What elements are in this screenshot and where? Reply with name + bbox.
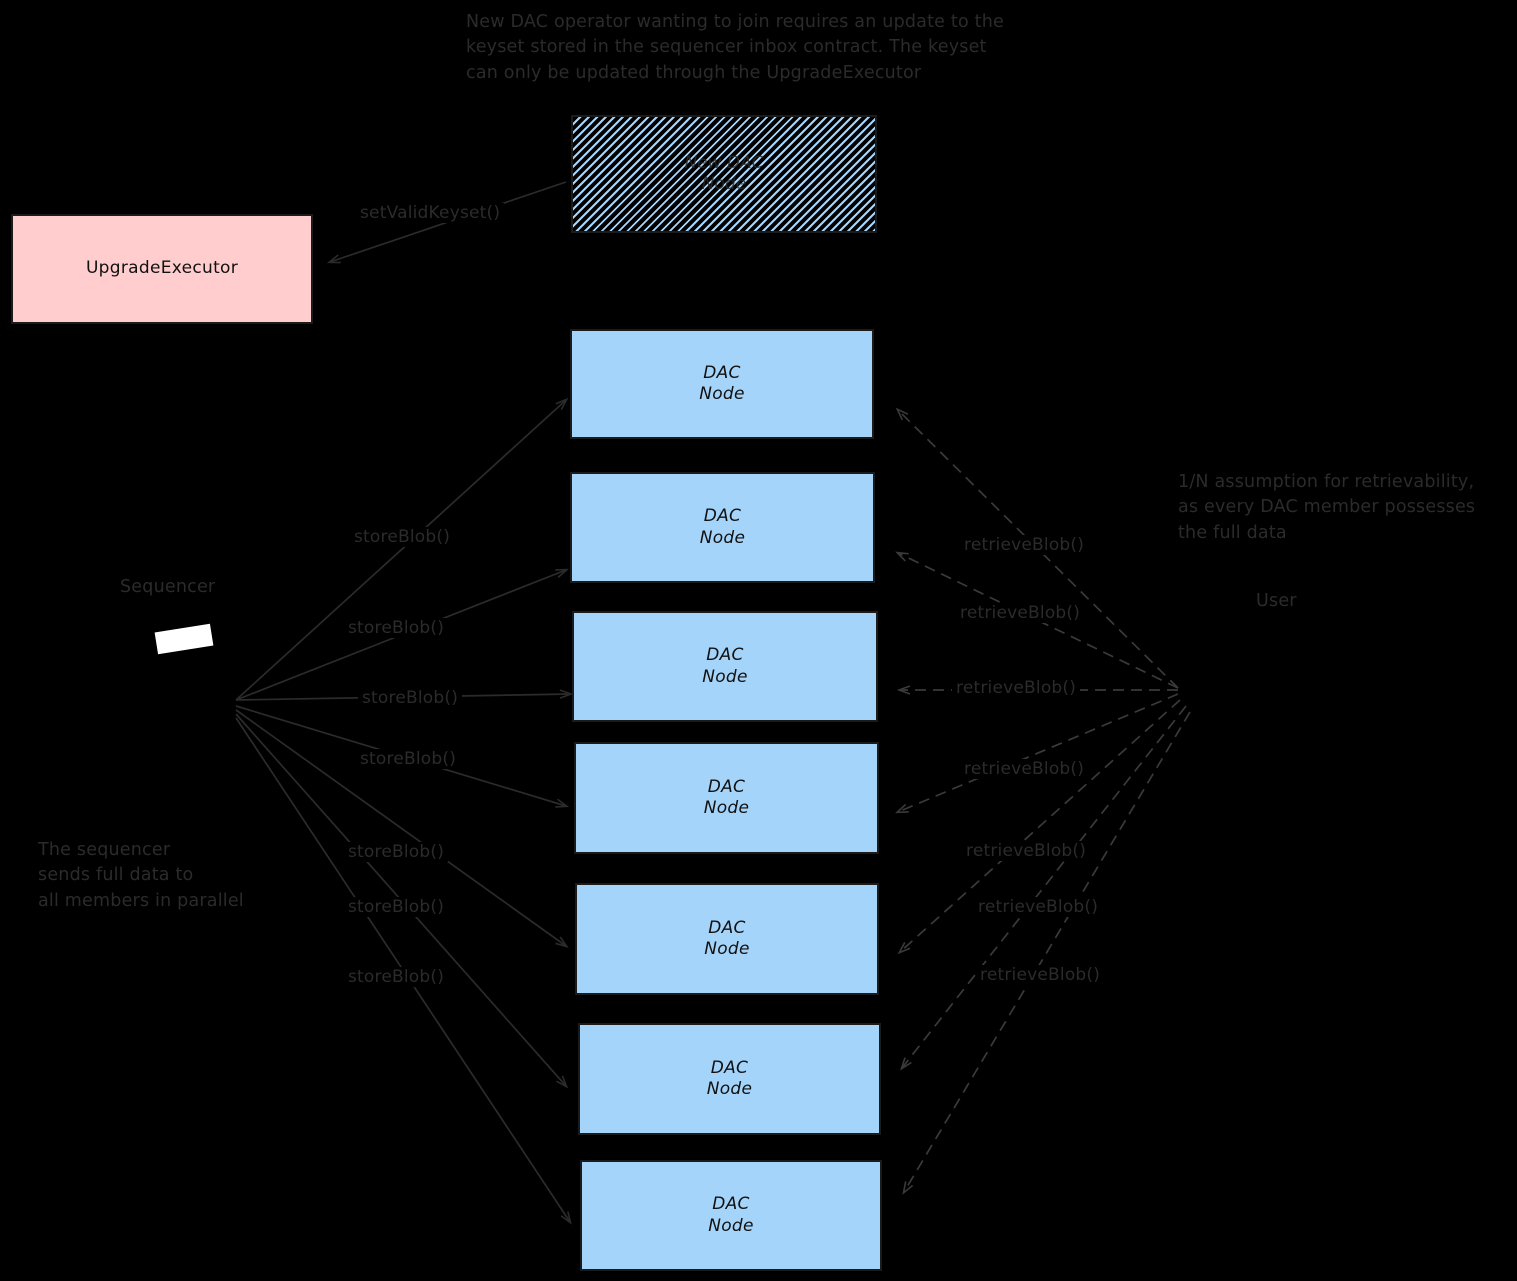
store-blob-label-5: storeBlob() — [344, 842, 449, 862]
store-blob-label-1: storeBlob() — [350, 527, 455, 547]
dac-node-box-7[interactable]: DAC Node — [580, 1160, 882, 1271]
dac-node-box-3[interactable]: DAC Node — [572, 611, 878, 722]
retrieve-blob-label-4: retrieveBlob() — [960, 759, 1089, 779]
store-blob-label-7: storeBlob() — [344, 967, 449, 987]
dac-node-label: DAC Node — [699, 362, 745, 404]
retrieve-blob-arrows — [898, 410, 1191, 1192]
sequencer-icon — [154, 623, 214, 655]
bottom-left-annotation: The sequencer sends full data to all mem… — [38, 840, 244, 911]
new-dac-node-box[interactable]: New DAC Node — [571, 115, 877, 233]
dac-node-box-4[interactable]: DAC Node — [574, 742, 879, 854]
upgrade-executor-label: UpgradeExecutor — [85, 258, 239, 279]
dac-node-box-5[interactable]: DAC Node — [575, 883, 879, 995]
right-annotation: 1/N assumption for retrievability, as ev… — [1178, 472, 1476, 543]
new-dac-node-label: New DAC Node — [684, 152, 764, 194]
store-blob-label-3: storeBlob() — [358, 688, 463, 708]
set-valid-keyset-label: setValidKeyset() — [356, 203, 505, 223]
dac-node-label: DAC Node — [702, 645, 748, 687]
top-annotation: New DAC operator wanting to join require… — [466, 12, 1004, 83]
dac-node-label: DAC Node — [703, 776, 750, 818]
dac-node-label: DAC Node — [706, 1057, 753, 1099]
retrieve-blob-label-3: retrieveBlob() — [952, 678, 1081, 698]
retrieve-blob-label-6: retrieveBlob() — [974, 897, 1103, 917]
store-blob-arrows — [235, 400, 570, 1222]
retrieve-blob-label-5: retrieveBlob() — [962, 841, 1091, 861]
dac-node-box-2[interactable]: DAC Node — [570, 472, 875, 583]
dac-node-box-6[interactable]: DAC Node — [578, 1023, 881, 1135]
dac-node-label: DAC Node — [699, 506, 746, 548]
sequencer-label: Sequencer — [120, 577, 216, 597]
dac-node-label: DAC Node — [708, 1194, 754, 1236]
store-blob-label-4: storeBlob() — [356, 749, 461, 769]
store-blob-label-6: storeBlob() — [344, 897, 449, 917]
retrieve-blob-label-7: retrieveBlob() — [976, 965, 1105, 985]
dac-node-label: DAC Node — [704, 917, 750, 959]
retrieve-blob-arrow-7 — [904, 711, 1191, 1192]
upgrade-executor-box[interactable]: UpgradeExecutor — [11, 214, 313, 324]
retrieve-blob-label-1: retrieveBlob() — [960, 535, 1089, 555]
retrieve-blob-label-2: retrieveBlob() — [956, 603, 1085, 623]
store-blob-arrow-1 — [235, 400, 566, 701]
store-blob-label-2: storeBlob() — [344, 618, 449, 638]
user-label: User — [1256, 591, 1297, 611]
dac-node-box-1[interactable]: DAC Node — [570, 329, 874, 439]
retrieve-blob-arrow-4 — [898, 693, 1179, 812]
